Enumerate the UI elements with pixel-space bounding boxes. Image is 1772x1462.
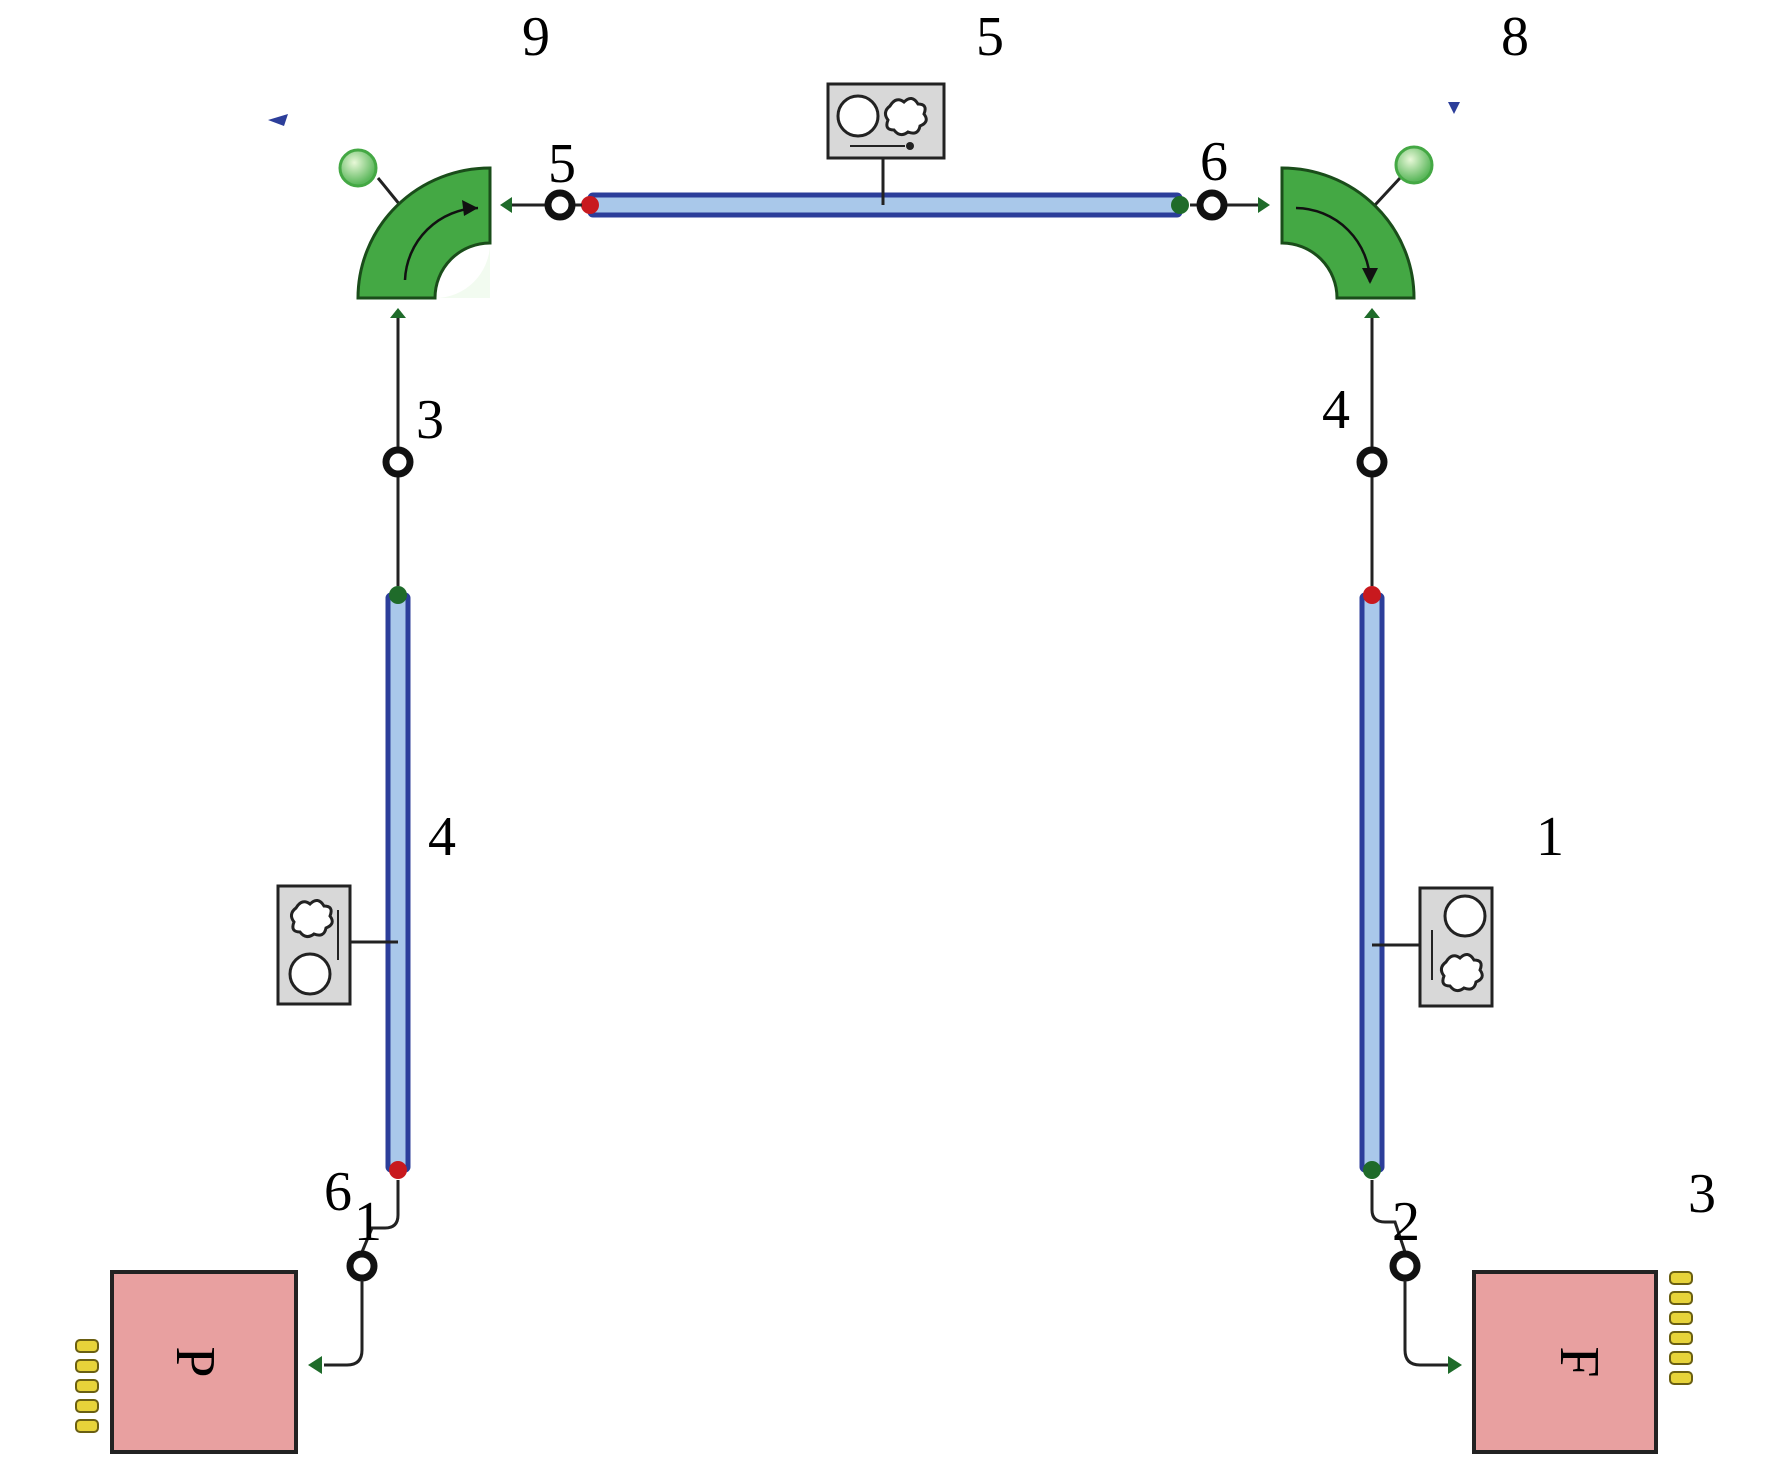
node-right-upper[interactable]	[1356, 446, 1388, 478]
label-right-node-upper: 4	[1322, 379, 1350, 441]
label-left-pipe: 4	[428, 806, 456, 868]
node-left-bottom[interactable]	[346, 1250, 378, 1282]
block-p[interactable]: P	[75, 1270, 298, 1454]
pipe-right[interactable]	[1359, 586, 1385, 1179]
arrow-icon	[1362, 268, 1378, 284]
block-f-label: F	[1548, 1346, 1610, 1377]
elbow-left[interactable]	[338, 148, 512, 318]
node-top-left[interactable]	[544, 189, 576, 221]
node-top-right[interactable]	[1196, 189, 1228, 221]
block-p-label: P	[164, 1346, 226, 1377]
label-top-left: 9	[522, 6, 550, 68]
elbow-right[interactable]	[1258, 145, 1434, 318]
sensor-box-left[interactable]	[276, 884, 398, 1006]
label-top-mid: 5	[976, 6, 1004, 68]
node-right-bottom[interactable]	[1389, 1250, 1421, 1282]
label-left-node-upper: 3	[416, 389, 444, 451]
pipe-left[interactable]	[385, 586, 411, 1179]
yellow-port-stack	[75, 1339, 99, 1433]
arrow-icon	[462, 200, 478, 216]
ball-icon	[1394, 145, 1434, 185]
node-left-upper[interactable]	[382, 446, 414, 478]
port-red	[581, 196, 599, 214]
label-left-bottom-b: 1	[354, 1191, 382, 1253]
yellow-port-stack	[1669, 1271, 1693, 1385]
ball-icon	[338, 148, 378, 188]
label-left-bottom-a: 6	[324, 1161, 352, 1223]
pipe-top[interactable]	[581, 192, 1189, 218]
sensor-box-right[interactable]	[1372, 886, 1494, 1008]
label-right-corner: 3	[1688, 1163, 1716, 1225]
label-right-pipe: 1	[1536, 806, 1564, 868]
sensor-box-top[interactable]	[826, 82, 946, 205]
marker-icon	[1448, 102, 1460, 114]
marker-icon	[268, 114, 288, 126]
label-top-right: 8	[1501, 6, 1529, 68]
label-node-top-right: 6	[1200, 131, 1228, 193]
label-node-top-left: 5	[548, 133, 576, 195]
port-green	[1171, 196, 1189, 214]
label-right-bottom: 2	[1392, 1191, 1420, 1253]
block-f[interactable]: F	[1472, 1270, 1693, 1454]
